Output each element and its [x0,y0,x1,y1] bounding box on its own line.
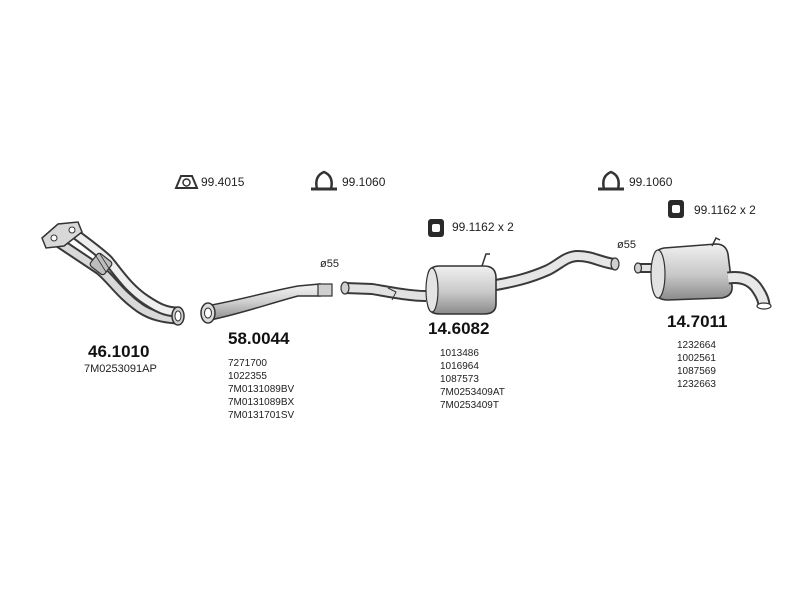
oem-number: 1232663 [677,379,716,390]
rubber-mount-icon [428,219,444,237]
oem-list: 7M0253091AP [84,363,157,376]
clamp-label: 99.1060 [342,175,386,189]
oem-list: 7271700 1022355 7M0131089BV 7M0131089BX … [228,357,294,422]
oem-number: 7M0253409T [440,400,499,411]
oem-number: 1016964 [440,361,479,372]
oem-number: 1022355 [228,371,267,382]
rubber-mount-label: 99.1162 x 2 [694,203,756,217]
oem-number: 7M0253409AT [440,387,505,398]
ring-gasket-label: 99.4015 [201,175,245,189]
clamp-label: 99.1060 [629,175,673,189]
pipe-diameter-label: ø55 [320,258,339,270]
rubber-mount-icon [668,200,684,218]
front-pipe-drawing [41,221,185,326]
oem-list: 1232664 1002561 1087569 1232663 [677,339,716,391]
ring-gasket-icon [174,175,199,189]
middle-silencer-drawing [340,249,620,315]
oem-number: 1002561 [677,353,716,364]
pipe-diameter-label: ø55 [617,239,636,251]
rubber-mount-label: 99.1162 x 2 [452,220,514,234]
cat-pipe-drawing [200,283,333,324]
oem-number: 1013486 [440,348,479,359]
rear-silencer-drawing [633,236,772,310]
oem-number: 7M0131089BX [228,397,295,408]
oem-number: 1087569 [677,366,716,377]
oem-number: 7M0131701SV [228,410,295,421]
oem-number: 7M0131089BV [228,384,295,395]
clamp-icon [598,170,624,191]
oem-number: 1232664 [677,340,716,351]
oem-number: 7271700 [228,358,267,369]
oem-number: 1087573 [440,374,479,385]
part-number: 46.1010 [88,342,150,361]
part-number: 58.0044 [228,329,290,348]
oem-number: 7M0253091AP [84,363,157,375]
part-number: 14.7011 [667,312,728,331]
oem-list: 1013486 1016964 1087573 7M0253409AT 7M02… [440,347,505,412]
part-number: 14.6082 [428,319,490,338]
clamp-icon [311,170,337,191]
